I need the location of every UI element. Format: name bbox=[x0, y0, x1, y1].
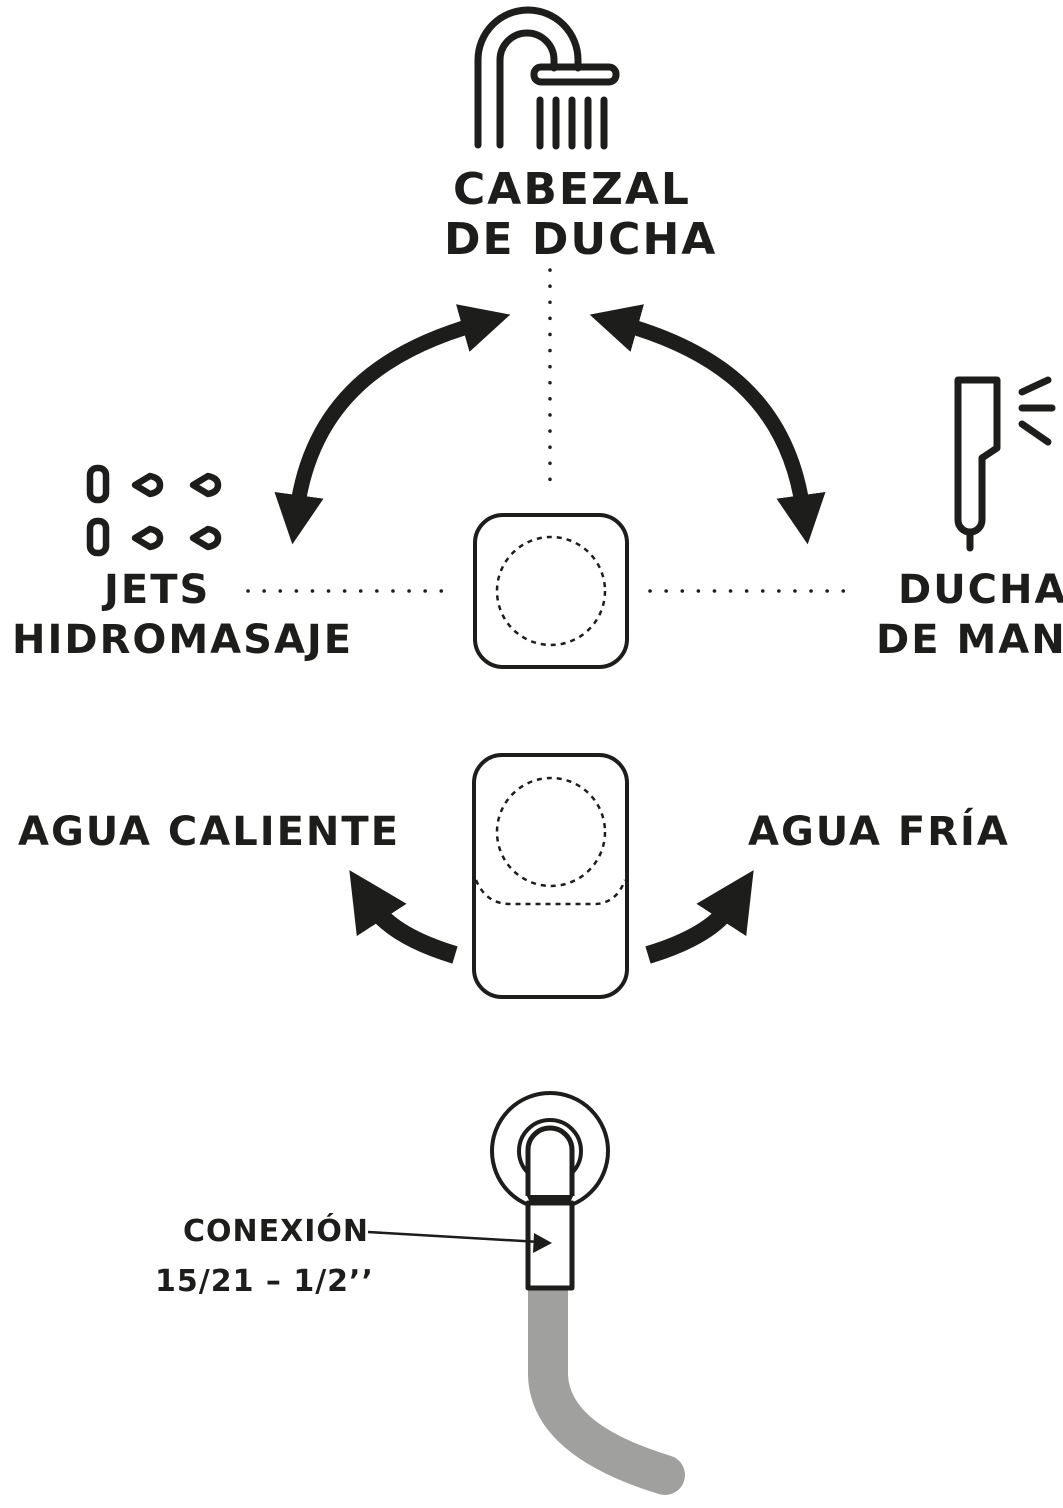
temperature-mixer-handle[interactable] bbox=[472, 753, 629, 999]
connection-leader bbox=[367, 1230, 552, 1253]
arrow-hot-water bbox=[349, 870, 458, 964]
jets-label-line2: HIDROMASAJE bbox=[12, 617, 354, 663]
connection-label-line1: CONEXIÓN bbox=[183, 1214, 370, 1249]
shower-head-label-line1: CABEZAL bbox=[453, 164, 691, 215]
hot-water-label: AGUA CALIENTE bbox=[18, 809, 401, 855]
shower-head-icon bbox=[474, 6, 620, 150]
hose bbox=[528, 1270, 685, 1495]
temperature-arrows bbox=[349, 870, 754, 964]
diverter-knob[interactable] bbox=[473, 513, 629, 669]
connection-label-line2: 15/21 – 1/2’’ bbox=[155, 1264, 374, 1299]
cold-water-label: AGUA FRÍA bbox=[748, 809, 1010, 855]
hand-shower-label-line2: DE MANO bbox=[876, 617, 1063, 663]
arrow-showerhead-handshower bbox=[589, 304, 826, 545]
shower-head-label-line2: DE DUCHA bbox=[444, 214, 718, 265]
water-jets-icon bbox=[86, 464, 222, 557]
arrow-showerhead-jets bbox=[274, 304, 511, 545]
diverter-arrows bbox=[274, 304, 826, 545]
guide-lines bbox=[246, 268, 857, 593]
jets-label-line1: JETS bbox=[104, 567, 211, 613]
hand-shower-icon bbox=[954, 376, 1056, 552]
arrow-cold-water bbox=[645, 870, 754, 964]
hose-connector bbox=[525, 1125, 575, 1291]
hand-shower-label-line1: DUCHA bbox=[898, 567, 1063, 613]
